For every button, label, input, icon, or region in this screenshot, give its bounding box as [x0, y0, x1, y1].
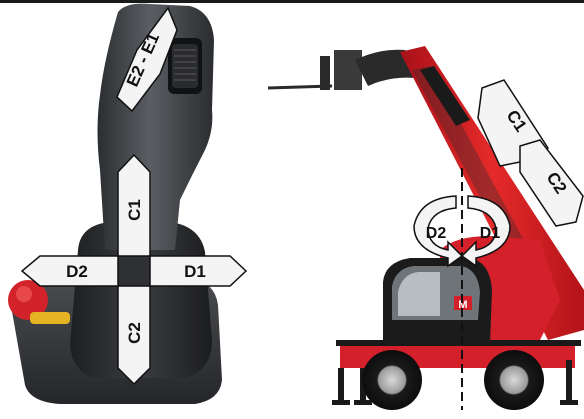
- label-c2-joystick: C2: [125, 322, 144, 344]
- joystick-center: [118, 256, 150, 286]
- top-border: [0, 0, 584, 3]
- label-d1-joystick: D1: [184, 262, 206, 281]
- label-d2-joystick: D2: [66, 262, 88, 281]
- yellow-label: [30, 312, 70, 324]
- front-wheel: [362, 350, 422, 410]
- label-d1-machine: D1: [480, 225, 501, 242]
- label-c1-joystick: C1: [125, 199, 144, 221]
- joystick-photo: [8, 4, 222, 404]
- rear-wheel: [484, 350, 544, 410]
- label-d2-machine: D2: [426, 225, 447, 242]
